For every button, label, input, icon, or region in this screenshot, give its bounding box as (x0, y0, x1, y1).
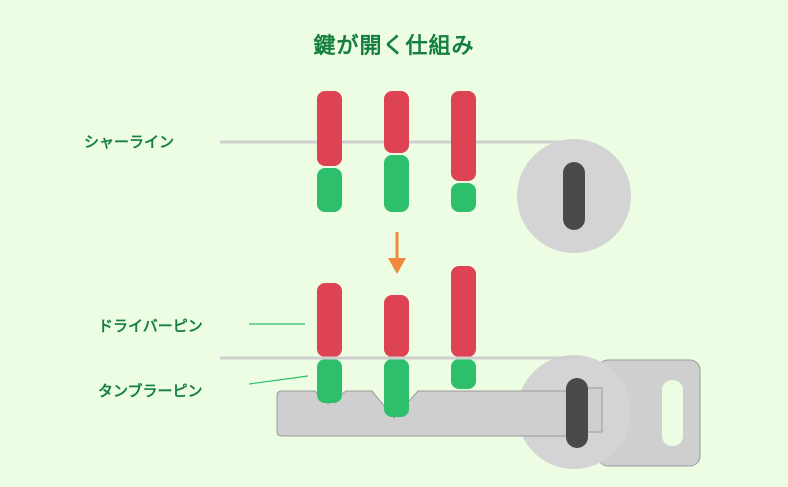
driver-pin-bottom-3 (451, 266, 476, 357)
keyhole (563, 162, 585, 230)
driver-pin-top-1 (317, 91, 342, 166)
driver-pin-bottom-2 (384, 295, 409, 357)
key-icon (276, 390, 576, 437)
driver-pin-top-3 (451, 91, 476, 181)
driver-pin-top-2 (384, 91, 409, 153)
tumbler-pin-bottom-1 (317, 359, 342, 403)
arrow-down-icon (388, 232, 406, 274)
driver-pin-bottom-1 (317, 283, 342, 357)
tumbler-pin-leader (248, 375, 309, 385)
tumbler-pin-bottom-3 (451, 359, 476, 389)
key-bow-hole (662, 380, 683, 446)
keyhole-bottom (566, 378, 588, 448)
tumbler-pin-bottom-2 (384, 359, 409, 417)
tumbler-pin-top-3 (451, 183, 476, 212)
tumbler-pin-label: タンブラーピン (98, 382, 203, 400)
shear-line-label: シャーライン (84, 133, 175, 151)
tumbler-pin-top-1 (317, 168, 342, 212)
page-title: 鍵が開く仕組み (313, 34, 475, 59)
tumbler-pin-top-2 (384, 155, 409, 212)
driver-pin-label: ドライバーピン (98, 317, 203, 335)
